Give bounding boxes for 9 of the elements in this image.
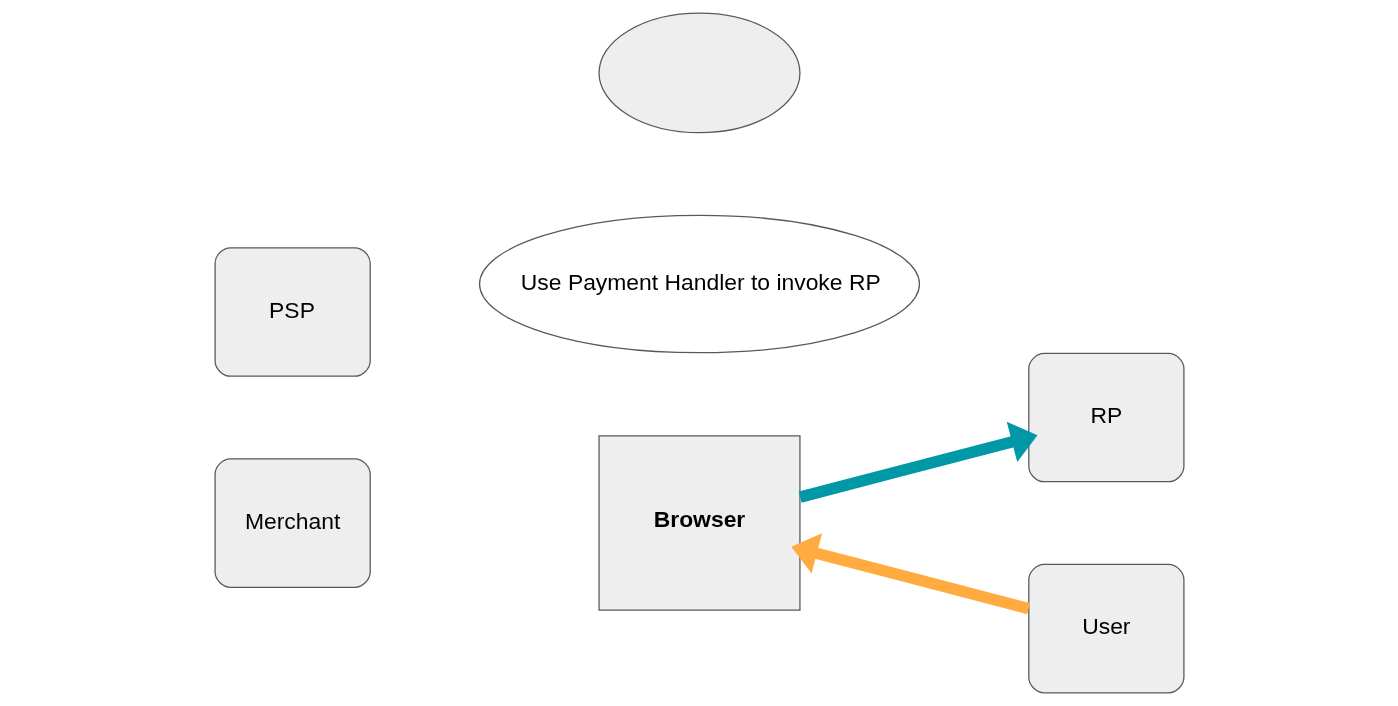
node-box: RP <box>1027 352 1185 483</box>
node-box: User <box>1027 563 1185 694</box>
node-box: PSP <box>213 247 371 377</box>
node-box: Merchant <box>213 458 371 588</box>
arrow <box>790 533 1030 615</box>
node-ellipse: Use Payment Handler to invoke RP <box>478 214 920 354</box>
node-box: Browser <box>597 435 801 611</box>
arrow <box>798 421 1038 503</box>
node-cloud <box>597 12 801 134</box>
